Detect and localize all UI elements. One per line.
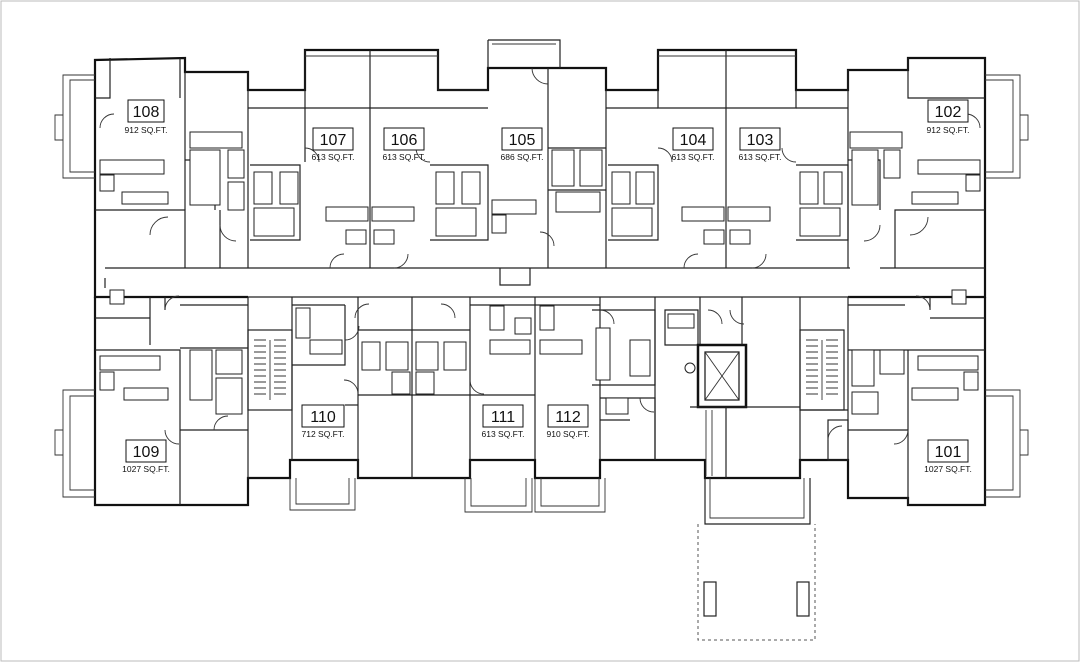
unit-label-105[interactable]: 105 686 SQ.FT. xyxy=(501,127,544,162)
unit-number: 104 xyxy=(680,132,707,149)
unit-area: 910 SQ.FT. xyxy=(547,429,590,439)
unit-area: 1027 SQ.FT. xyxy=(122,464,170,474)
unit-area: 613 SQ.FT. xyxy=(672,152,715,162)
unit-area: 613 SQ.FT. xyxy=(739,152,782,162)
unit-area: 912 SQ.FT. xyxy=(927,125,970,135)
unit-label-106[interactable]: 106 613 SQ.FT. xyxy=(383,127,426,162)
unit-area: 686 SQ.FT. xyxy=(501,152,544,162)
unit-number: 106 xyxy=(391,132,418,149)
unit-label-103[interactable]: 103 613 SQ.FT. xyxy=(739,127,782,162)
center-baths xyxy=(343,297,485,478)
unit-105-walls xyxy=(487,39,607,286)
unit-number: 108 xyxy=(133,104,160,121)
unit-label-110[interactable]: 110 712 SQ.FT. xyxy=(301,404,345,439)
unit-area: 912 SQ.FT. xyxy=(125,125,168,135)
unit-label-108[interactable]: 108 912 SQ.FT. xyxy=(125,99,168,135)
unit-number: 101 xyxy=(935,444,962,461)
unit-number: 107 xyxy=(320,132,347,149)
unit-area: 1027 SQ.FT. xyxy=(924,464,972,474)
unit-label-111[interactable]: 111 613 SQ.FT. xyxy=(482,404,525,439)
unit-label-101[interactable]: 101 1027 SQ.FT. xyxy=(924,439,972,474)
unit-label-102[interactable]: 102 912 SQ.FT. xyxy=(927,99,970,135)
unit-number: 110 xyxy=(310,409,336,426)
unit-number: 105 xyxy=(509,132,536,149)
stair-right xyxy=(799,329,849,461)
unit-102-walls xyxy=(847,58,1029,268)
balconies-top xyxy=(305,43,796,57)
unit-111-walls xyxy=(464,297,536,513)
unit-label-107[interactable]: 107 613 SQ.FT. xyxy=(312,127,355,162)
unit-number: 102 xyxy=(935,104,962,121)
unit-area: 613 SQ.FT. xyxy=(312,152,355,162)
unit-label-109[interactable]: 109 1027 SQ.FT. xyxy=(122,439,170,474)
unit-number: 111 xyxy=(491,409,515,426)
unit-104-103-walls xyxy=(606,50,849,269)
exterior-walls xyxy=(93,48,987,507)
unit-107-106-walls xyxy=(248,50,489,269)
unit-area: 613 SQ.FT. xyxy=(383,152,426,162)
stair-left xyxy=(247,329,293,411)
elevator-core xyxy=(654,297,811,525)
unit-label-112[interactable]: 112 910 SQ.FT. xyxy=(547,404,590,439)
unit-110-walls xyxy=(289,297,360,511)
unit-number: 112 xyxy=(555,409,581,426)
unit-101-walls xyxy=(847,289,1029,505)
unit-area: 712 SQ.FT. xyxy=(302,429,345,439)
unit-108-walls xyxy=(54,58,249,268)
unit-number: 103 xyxy=(747,132,774,149)
unit-label-104[interactable]: 104 613 SQ.FT. xyxy=(672,127,715,162)
unit-number: 109 xyxy=(133,444,160,461)
entry-canopy xyxy=(697,524,816,641)
unit-area: 613 SQ.FT. xyxy=(482,429,525,439)
